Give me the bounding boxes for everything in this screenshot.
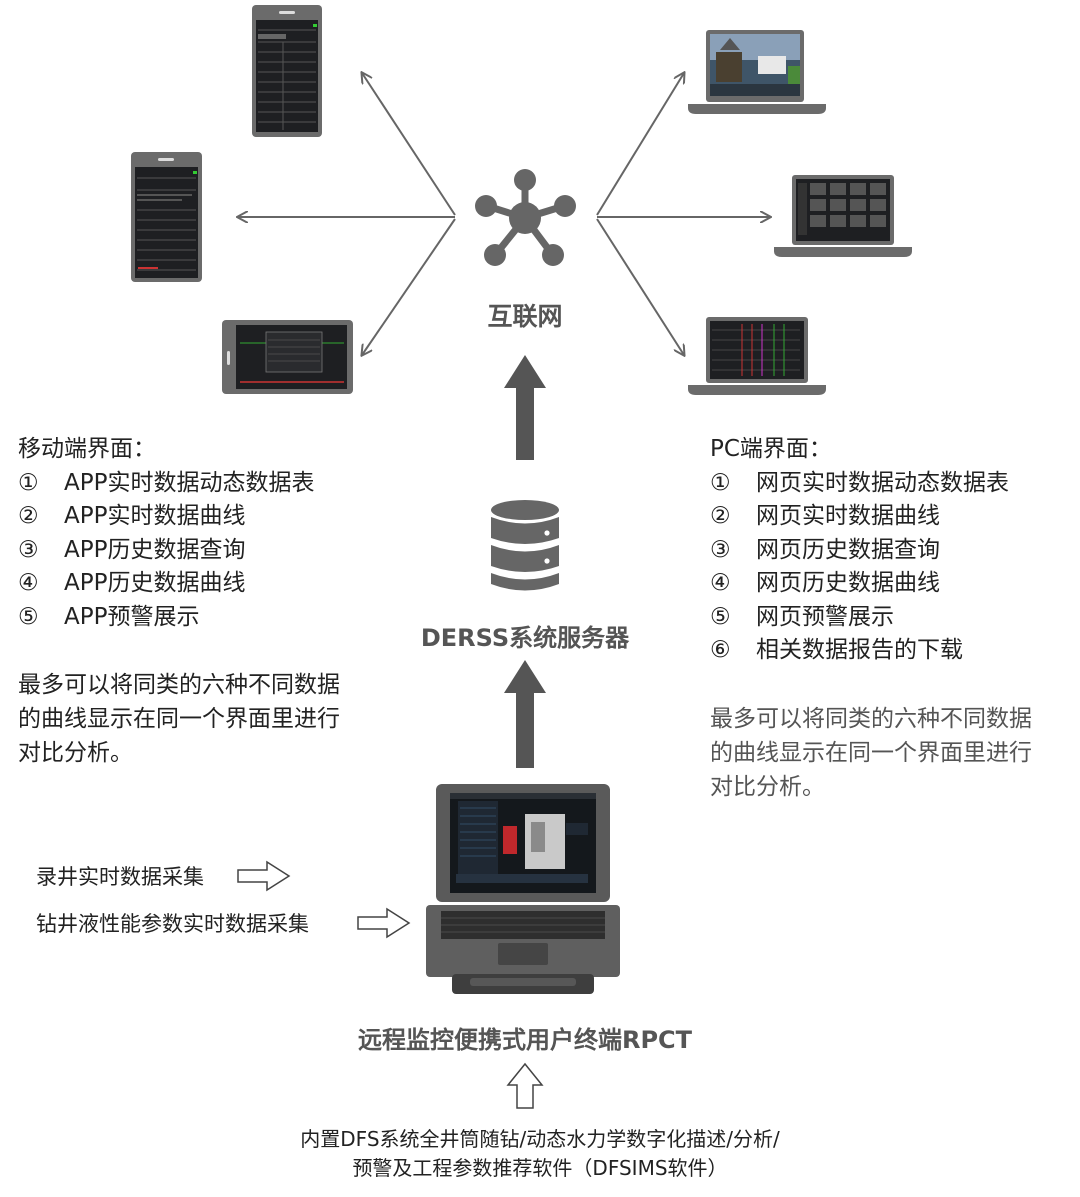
mobile-heading: 移动端界面：: [18, 436, 156, 462]
software-input-arrow: [506, 1062, 544, 1109]
arrow-to-tablet: [362, 218, 456, 355]
drilling-fluid-input-arrow: [357, 907, 411, 939]
arrow-to-phone-top: [362, 73, 456, 216]
server-label: DERSS系统服务器: [420, 624, 630, 652]
mobile-phone-icon: [252, 5, 322, 137]
terminal-label: 远程监控便携式用户终端RPCT: [357, 1026, 693, 1054]
laptop-icon: [774, 175, 912, 257]
drilling-fluid-input-label: 钻井液性能参数实时数据采集: [36, 912, 309, 936]
logging-data-input-label: 录井实时数据采集: [36, 865, 204, 889]
upward-arrow-terminal-to-server: [504, 660, 546, 768]
logging-input-arrow: [237, 860, 291, 892]
connection-arrows: [238, 73, 770, 355]
laptop-icon: [688, 317, 826, 395]
database-server-icon: [491, 500, 559, 591]
laptop-icon: [688, 30, 826, 114]
arrow-to-laptop-top: [596, 73, 684, 216]
mobile-note: 最多可以将同类的六种不同数据 的曲线显示在同一个界面里进行 对比分析。: [18, 672, 340, 766]
internet-label: 互联网: [487, 302, 563, 331]
upward-arrow-server-to-internet: [504, 355, 546, 460]
software-description: 内置DFS系统全井筒随钻/动态水力学数字化描述/分析/ 预警及工程参数推荐软件（…: [300, 1127, 780, 1180]
pc-note: 最多可以将同类的六种不同数据 的曲线显示在同一个界面里进行 对比分析。: [710, 706, 1032, 800]
tablet-icon: [222, 320, 353, 394]
arrow-to-laptop-bottom: [596, 218, 684, 355]
pc-heading: PC端界面：: [710, 436, 832, 462]
network-hub-icon: [475, 169, 576, 266]
mobile-phone-icon: [131, 152, 202, 282]
rugged-laptop-icon: [426, 784, 620, 994]
